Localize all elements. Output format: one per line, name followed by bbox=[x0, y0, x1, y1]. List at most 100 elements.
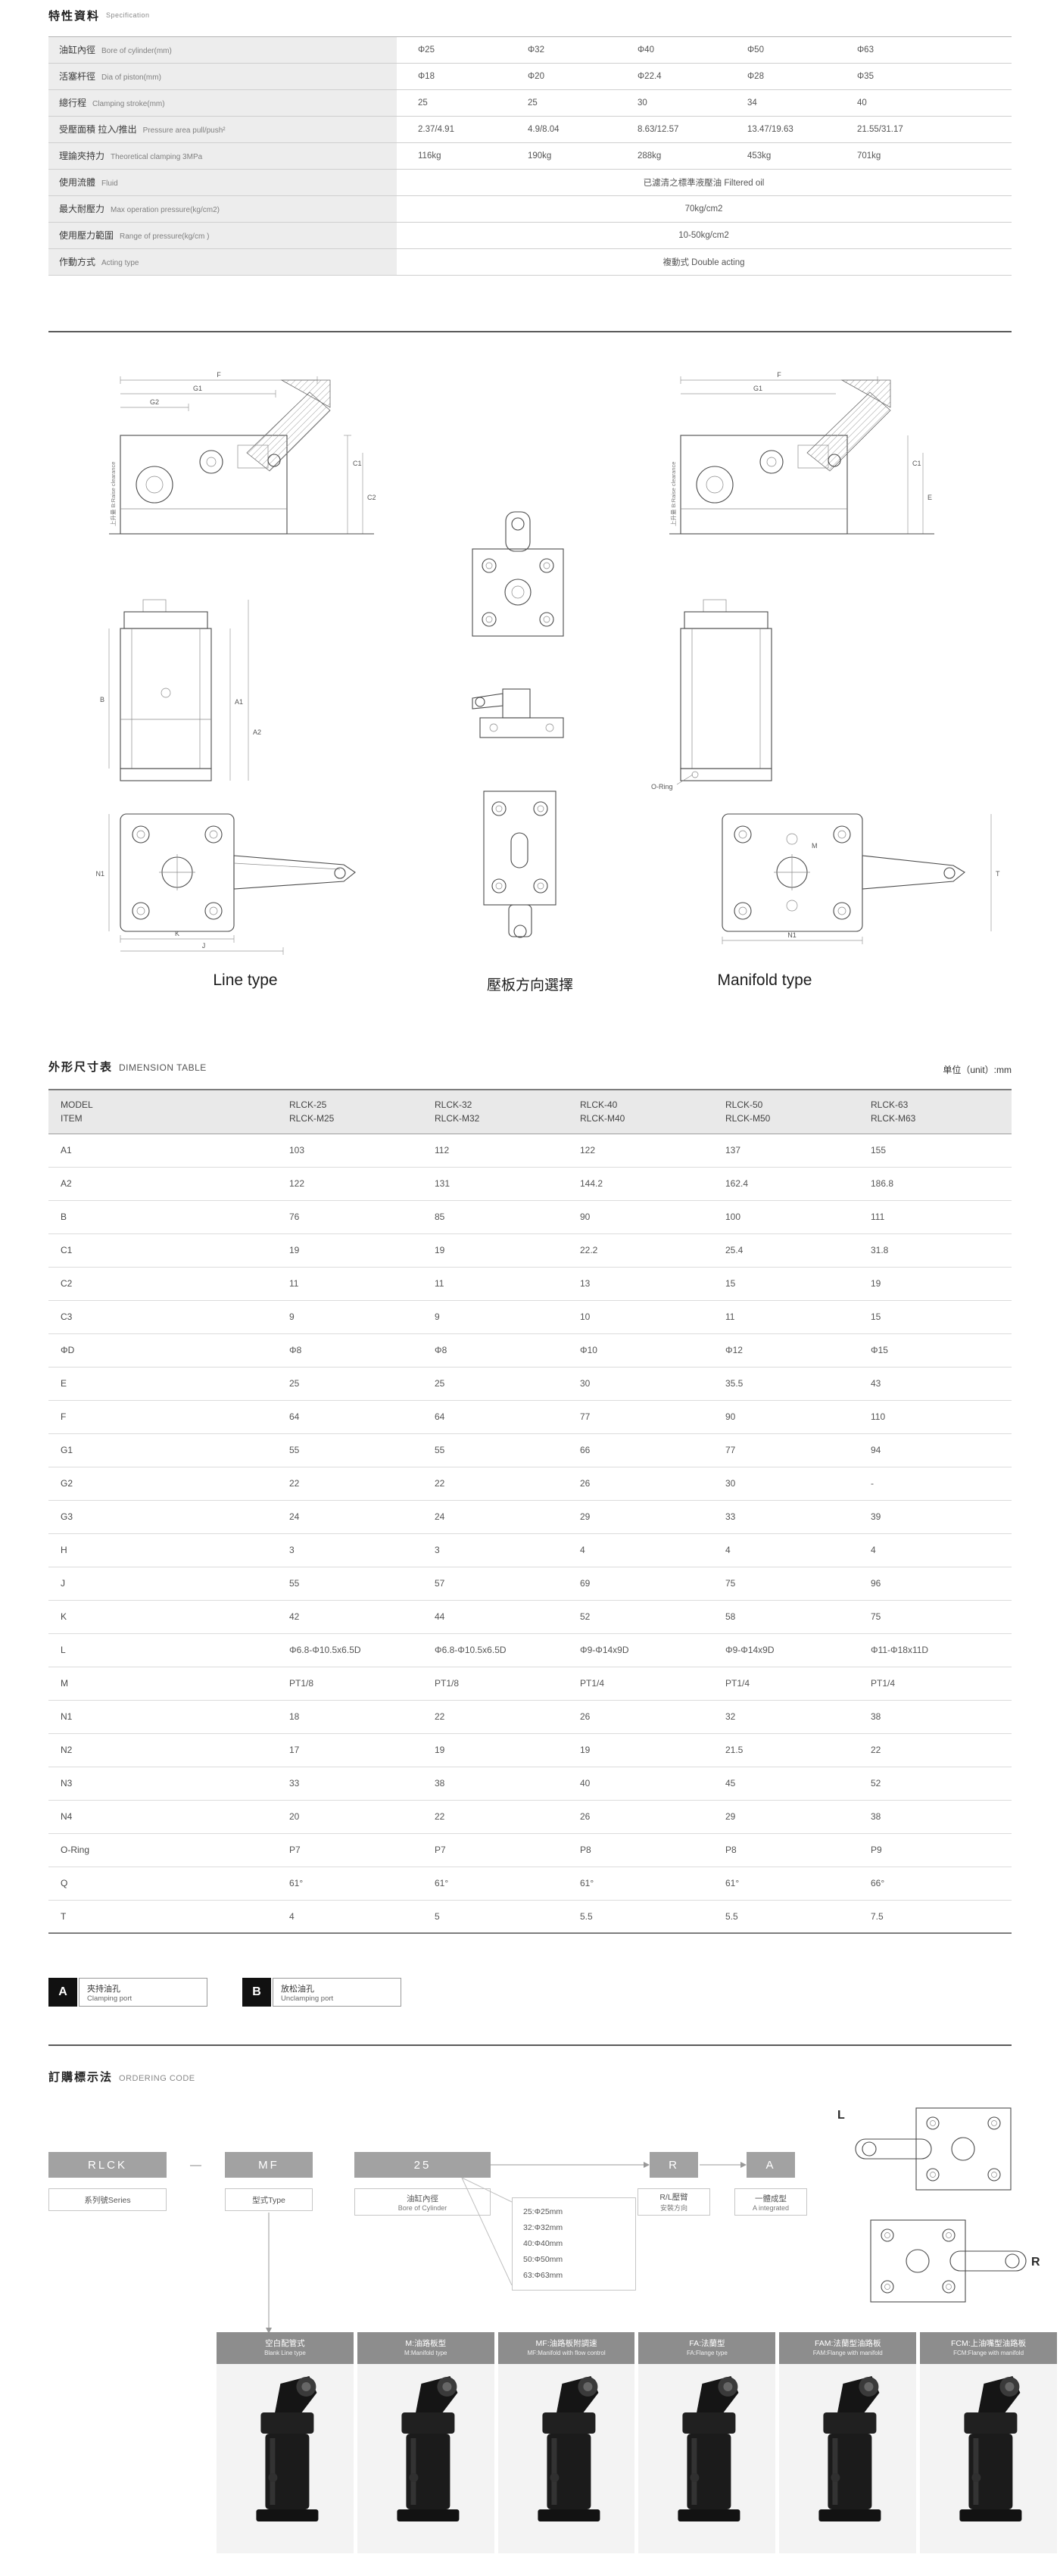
dim-value-cell: Φ6.8-Φ10.5x6.5D bbox=[435, 1645, 507, 1655]
dim-label-a1: A1 bbox=[235, 698, 243, 706]
dim-value-cell: 90 bbox=[725, 1411, 736, 1422]
dim-value-cell: Φ6.8-Φ10.5x6.5D bbox=[289, 1645, 361, 1655]
dim-value-cell: 144.2 bbox=[580, 1178, 603, 1189]
dim-value-cell: 19 bbox=[435, 1245, 445, 1255]
bore-option: 25:Φ25mm bbox=[523, 2207, 563, 2216]
dim-value-cell: 45 bbox=[725, 1778, 736, 1789]
r-type-drawing: R bbox=[870, 2219, 1040, 2303]
dim-row-label: C3 bbox=[61, 1311, 73, 1322]
dim-value-cell: 43 bbox=[871, 1378, 881, 1389]
dim-value-cell: 13 bbox=[580, 1278, 591, 1289]
dim-value-cell: 29 bbox=[725, 1811, 736, 1822]
dim-value-cell: 38 bbox=[871, 1811, 881, 1822]
bore-option: 63:Φ63mm bbox=[523, 2271, 563, 2280]
dim-value-cell: P7 bbox=[289, 1845, 301, 1855]
dim-value-cell: 61° bbox=[580, 1878, 594, 1888]
lr-drawings: L R bbox=[837, 2107, 1040, 2303]
spec-value-cell: 4.9/8.04 bbox=[507, 116, 616, 143]
dim-row-label: N1 bbox=[61, 1711, 73, 1722]
dim-value-cell: 17 bbox=[289, 1745, 300, 1755]
dim-value-cell: 76 bbox=[289, 1212, 300, 1222]
dim-value-cell: 94 bbox=[871, 1445, 881, 1455]
dim-row: C2 11 11 13 15 19 bbox=[48, 1267, 1012, 1300]
order-code-label-series: 系列號Series bbox=[48, 2188, 167, 2211]
dim-row: J 55 57 69 75 96 bbox=[48, 1567, 1012, 1600]
dim-value-cell: 7.5 bbox=[871, 1910, 884, 1922]
product-type-header: FCM:上油嘴型油路板 FCM:Flange with manifold bbox=[920, 2332, 1057, 2364]
dim-label-c1: C1 bbox=[912, 460, 921, 467]
bore-option: 32:Φ32mm bbox=[523, 2223, 563, 2232]
clamp-product-image bbox=[256, 2376, 319, 2521]
spec-section-title: 特性資料 Specification bbox=[48, 8, 150, 23]
dim-value-cell: P8 bbox=[580, 1845, 591, 1855]
spec-value-cell: Φ63 bbox=[836, 36, 1012, 64]
dim-value-cell: 38 bbox=[871, 1711, 881, 1722]
order-code-box-type: MF bbox=[225, 2152, 313, 2178]
dim-value-cell: PT1/4 bbox=[725, 1678, 750, 1689]
dim-value-cell: 38 bbox=[435, 1778, 445, 1789]
dim-value-cell: 30 bbox=[580, 1378, 591, 1389]
dim-value-cell: 58 bbox=[725, 1611, 736, 1622]
order-title-zh: 訂購標示法 bbox=[48, 2071, 114, 2084]
dim-value-cell: PT1/8 bbox=[435, 1678, 460, 1689]
order-code-label-rl: R/L壓臂 安裝方向 bbox=[638, 2188, 710, 2216]
dim-header-model-cell: RLCK-50 RLCK-M50 bbox=[719, 1090, 865, 1134]
dim-row: Q 61° 61° 61° 61° 66° bbox=[48, 1867, 1012, 1900]
clamp-product-image bbox=[678, 2376, 740, 2521]
dim-row: N1 18 22 26 32 38 bbox=[48, 1700, 1012, 1733]
dim-row-label: G3 bbox=[61, 1511, 73, 1522]
dim-row-label: C2 bbox=[61, 1278, 73, 1289]
line-type-drawing: F G1 G2 C1 C2 上升量 B:Raise clearance bbox=[95, 371, 376, 955]
spec-value-cell: Φ32 bbox=[507, 36, 616, 64]
order-code-label-type: 型式Type bbox=[225, 2188, 313, 2211]
spec-value-cell: 25 bbox=[507, 89, 616, 117]
dim-value-cell: 131 bbox=[435, 1178, 450, 1189]
dim-value-cell: 3 bbox=[435, 1545, 440, 1555]
dim-label-n1: N1 bbox=[95, 870, 104, 878]
dim-value-cell: 90 bbox=[580, 1212, 591, 1222]
dim-value-cell: 24 bbox=[435, 1511, 445, 1522]
dim-title-zh: 外形尺寸表 bbox=[48, 1061, 114, 1074]
product-photo bbox=[497, 2364, 635, 2553]
dim-value-cell: 4 bbox=[580, 1545, 585, 1555]
drawings-canvas: F G1 G2 C1 C2 上升量 B:Raise clearance bbox=[95, 371, 1000, 955]
spec-value-cell: 25 bbox=[397, 89, 507, 117]
dim-value-cell: Φ15 bbox=[871, 1345, 888, 1355]
spec-value-cell: 21.55/31.17 bbox=[836, 116, 1012, 143]
dim-header-model-cell: RLCK-40 RLCK-M40 bbox=[574, 1090, 719, 1134]
dim-value-cell: 22 bbox=[435, 1711, 445, 1722]
dim-value-cell: 19 bbox=[435, 1745, 445, 1755]
dim-row: A2 122 131 144.2 162.4 186.8 bbox=[48, 1167, 1012, 1200]
section-divider bbox=[48, 2044, 1012, 2046]
dim-header-model-cell: RLCK-25 RLCK-M25 bbox=[283, 1090, 429, 1134]
r-letter: R bbox=[1031, 2256, 1040, 2269]
dim-row-label: G1 bbox=[61, 1445, 73, 1455]
dim-value-cell: Φ10 bbox=[580, 1345, 597, 1355]
spec-value-cell: 2.37/4.91 bbox=[397, 116, 507, 143]
dim-value-cell: 35.5 bbox=[725, 1378, 744, 1389]
spec-value-cell: 288kg bbox=[616, 142, 726, 170]
raise-clearance-note: 上升量 B:Raise clearance bbox=[110, 462, 117, 526]
dim-value-cell: 19 bbox=[580, 1745, 591, 1755]
spec-title-en: Specification bbox=[106, 11, 150, 19]
spec-value-cell: 190kg bbox=[507, 142, 616, 170]
dim-row: E 25 25 30 35.5 43 bbox=[48, 1367, 1012, 1400]
drawing-caption-direction: 壓板方向選擇 bbox=[486, 978, 573, 993]
order-code-box-integrated: A bbox=[747, 2152, 795, 2178]
dim-value-cell: 4 bbox=[289, 1910, 295, 1922]
dim-row-label: Q bbox=[61, 1878, 68, 1888]
dim-value-cell: 9 bbox=[289, 1311, 295, 1322]
product-type-header: M:油路板型 M:Manifold type bbox=[357, 2332, 494, 2364]
dim-value-cell: 55 bbox=[289, 1445, 300, 1455]
dim-row-label: F bbox=[61, 1411, 67, 1422]
dim-value-cell: 25 bbox=[435, 1378, 445, 1389]
dim-value-cell: PT1/4 bbox=[580, 1678, 605, 1689]
dim-value-cell: 61° bbox=[289, 1878, 304, 1888]
dim-row: ΦD Φ8 Φ8 Φ10 Φ12 Φ15 bbox=[48, 1333, 1012, 1367]
